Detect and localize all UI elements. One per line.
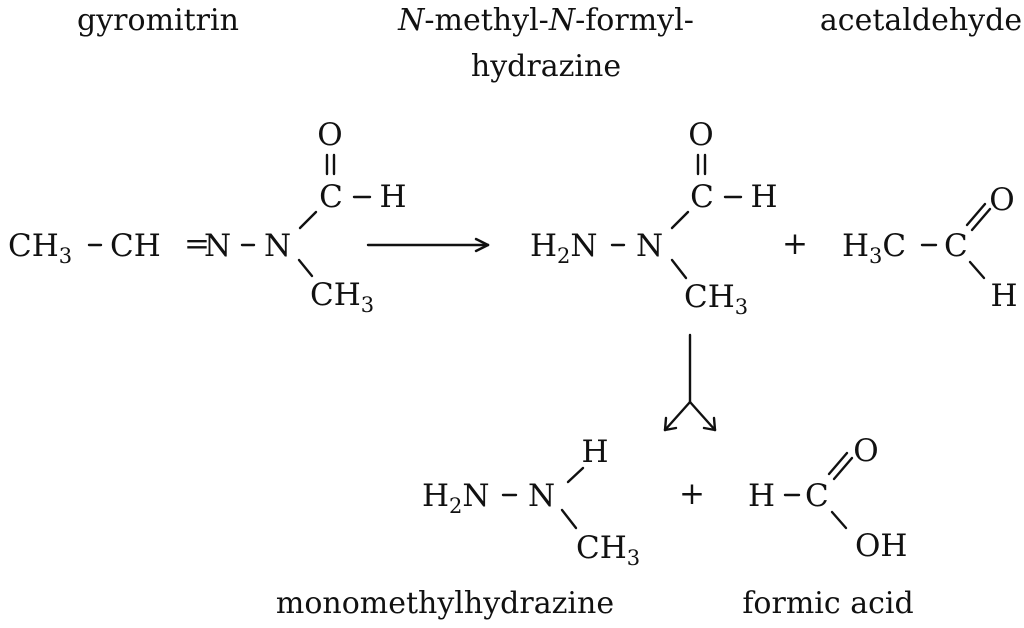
molecule-gyromitrin: O C H CH3 CH = N N CH3 [8,117,407,317]
bond-nc-gyro [298,210,318,230]
group-ch3-gyro: CH3 [310,277,374,317]
atom-h-mfh: H [750,179,777,215]
atom-o-mfh: O [688,117,713,153]
label-monomethylhydrazine: monomethylhydrazine [276,586,614,621]
label-n-italic-1: N [397,3,426,38]
atom-c-acet: C [944,228,968,264]
atom-o-gyro: O [317,117,342,153]
label-formic-acid: formic acid [742,586,913,621]
atom-n1-gyro: N [204,228,231,264]
atom-c-mfh: C [690,179,714,215]
reaction-arrow [366,237,490,253]
group-ch: CH [110,228,161,264]
group-h2n-mfh: H2N [530,228,598,268]
plus-sign-1: + [782,226,808,262]
plus-sign-2: + [679,476,705,512]
molecule-acetaldehyde: H3C C O H [842,182,1018,314]
label-n-italic-2: N [548,3,577,38]
molecule-methylformylhydrazine: O C H H2N N CH3 [530,117,778,319]
bond-double-co-acet-b [970,207,992,232]
label-methyl-part: -methyl- [424,3,548,38]
molecule-formic-acid: H C O OH [748,433,907,564]
bond-ch-acet [968,260,986,280]
bond-double-co-acet-a [965,202,987,227]
bond-nh-mmh [566,466,585,484]
atom-c-formic: C [805,478,829,514]
group-ch3-left: CH3 [8,228,72,268]
atom-h-gyro: H [379,179,406,215]
atom-o-formic: O [853,433,878,469]
label-intermediate-line1: N-methyl-N-formyl- [397,3,694,38]
atom-n-mmh: N [528,478,555,514]
label-formyl-part: -formyl- [575,3,694,38]
bond-nc-mfh [670,210,690,230]
label-acetaldehyde: acetaldehyde [820,3,1022,38]
bond-nch3-mfh [670,258,688,280]
bond-double-cn: = [184,226,210,262]
bond-coh-formic [830,510,848,530]
bond-double-co-formic-b [832,456,854,481]
atom-h-formic: H [748,478,775,514]
atom-c-gyro: C [319,179,343,215]
group-ch3-mmh: CH3 [576,530,640,570]
atom-h-acet: H [990,278,1017,314]
bond-double-co-formic-a [827,451,849,476]
bond-nch3-mmh [560,508,578,530]
bond-nch3-gyro [297,258,314,278]
label-gyromitrin: gyromitrin [77,3,239,38]
atom-n-mfh: N [636,228,663,264]
molecule-monomethylhydrazine: H H2N N CH3 [422,434,640,570]
atom-n2-gyro: N [264,228,291,264]
split-arrow [663,333,717,432]
atom-h-mmh: H [581,434,608,470]
label-intermediate-line2: hydrazine [471,49,621,84]
group-oh-formic: OH [855,528,907,564]
group-ch3-mfh: CH3 [684,279,748,319]
group-h2n-mmh: H2N [422,478,490,518]
group-h3c: H3C [842,228,906,268]
atom-o-acet: O [989,182,1014,218]
